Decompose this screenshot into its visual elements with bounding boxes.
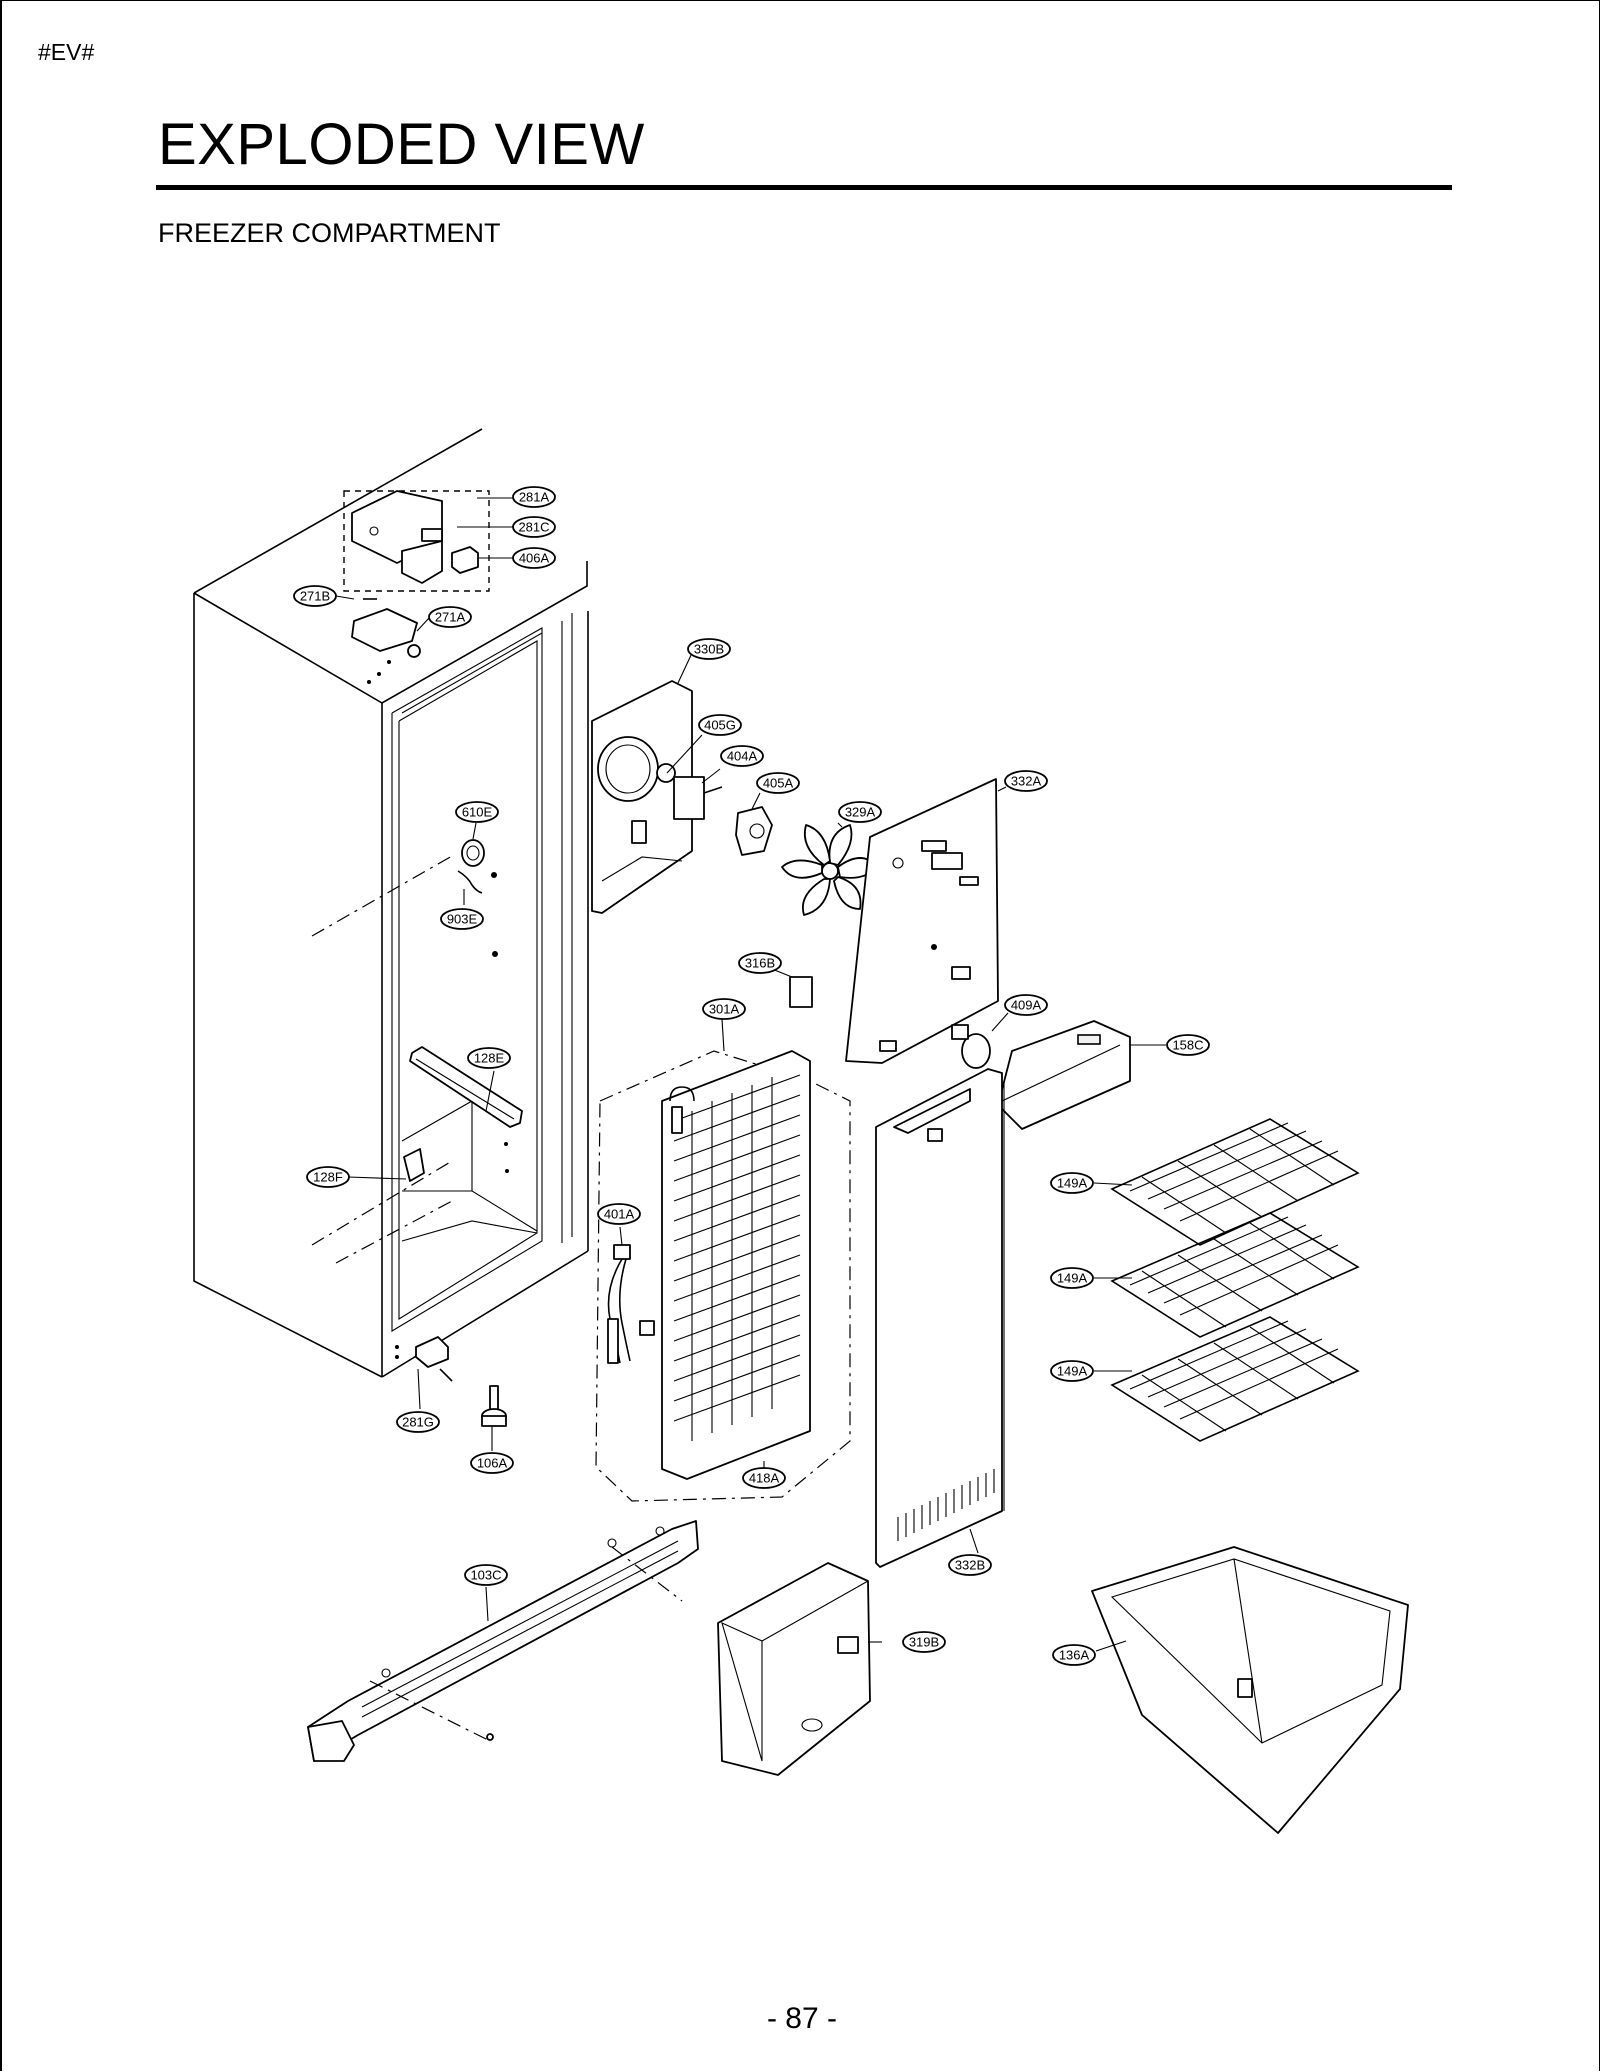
svg-text:404A: 404A bbox=[727, 749, 758, 764]
part-329a-fan bbox=[781, 824, 879, 916]
callout-149a-middle: 149A bbox=[1050, 1267, 1094, 1289]
svg-text:281C: 281C bbox=[518, 520, 549, 535]
part-106a-leveler bbox=[481, 1385, 507, 1427]
part-281a-cover bbox=[351, 490, 443, 584]
callout-332a: 332A bbox=[1004, 770, 1048, 792]
svg-text:281A: 281A bbox=[519, 490, 550, 505]
callout-158c: 158C bbox=[1166, 1034, 1210, 1056]
part-409a-bulb bbox=[951, 1024, 991, 1069]
title-rule bbox=[156, 185, 1452, 190]
callout-149a-top: 149A bbox=[1050, 1172, 1094, 1194]
part-158c-lamp-cover bbox=[997, 1020, 1131, 1130]
document-tag: #EV# bbox=[38, 39, 95, 65]
svg-text:149A: 149A bbox=[1057, 1176, 1088, 1191]
page-number: - 87 - bbox=[766, 2002, 838, 2035]
svg-text:329A: 329A bbox=[845, 805, 876, 820]
svg-text:418A: 418A bbox=[749, 1471, 780, 1486]
callout-319b: 319B bbox=[902, 1631, 946, 1653]
callout-271b: 271B bbox=[293, 585, 337, 607]
callout-404a: 404A bbox=[720, 745, 764, 767]
svg-text:903E: 903E bbox=[447, 912, 478, 927]
part-149a-shelf-middle bbox=[1110, 1212, 1360, 1338]
part-332a-cover bbox=[845, 778, 999, 1064]
callout-281g: 281G bbox=[396, 1411, 440, 1433]
part-128e-rail bbox=[409, 1046, 523, 1128]
callout-401a: 401A bbox=[597, 1203, 641, 1225]
callout-281a: 281A bbox=[512, 486, 556, 508]
cabinet bbox=[193, 428, 589, 1378]
svg-text:316B: 316B bbox=[745, 956, 775, 971]
svg-text:301A: 301A bbox=[709, 1002, 740, 1017]
section-title: FREEZER COMPARTMENT bbox=[158, 218, 501, 248]
part-149a-shelf-top bbox=[1110, 1118, 1360, 1246]
svg-text:271A: 271A bbox=[435, 610, 466, 625]
callout-610e: 610E bbox=[455, 801, 499, 823]
svg-text:319B: 319B bbox=[909, 1635, 939, 1650]
callout-409a: 409A bbox=[1004, 994, 1048, 1016]
svg-text:136A: 136A bbox=[1059, 1648, 1090, 1663]
svg-text:332B: 332B bbox=[955, 1558, 985, 1573]
svg-text:406A: 406A bbox=[519, 551, 550, 566]
part-401a-harness bbox=[607, 1244, 655, 1364]
callout-405g: 405G bbox=[698, 714, 742, 736]
svg-text:409A: 409A bbox=[1011, 998, 1042, 1013]
part-316b-block bbox=[789, 976, 813, 1008]
part-610e-socket bbox=[457, 839, 485, 894]
part-136a-ice-bin bbox=[1091, 1546, 1409, 1834]
svg-text:271B: 271B bbox=[300, 589, 330, 604]
part-149a-shelf-bottom bbox=[1110, 1316, 1360, 1442]
callout-330b: 330B bbox=[687, 638, 731, 660]
part-319b-trough bbox=[717, 1562, 871, 1776]
svg-text:281G: 281G bbox=[402, 1415, 434, 1430]
svg-text:149A: 149A bbox=[1057, 1271, 1088, 1286]
svg-text:149A: 149A bbox=[1057, 1364, 1088, 1379]
callout-332b: 332B bbox=[948, 1554, 992, 1576]
callout-301a: 301A bbox=[702, 998, 746, 1020]
callout-281c: 281C bbox=[512, 516, 556, 538]
callout-128e: 128E bbox=[467, 1047, 511, 1069]
callout-418a: 418A bbox=[742, 1467, 786, 1489]
svg-text:106A: 106A bbox=[477, 1456, 508, 1471]
callout-128f: 128F bbox=[306, 1166, 350, 1188]
callout-406a: 406A bbox=[512, 547, 556, 569]
part-406a-switch bbox=[451, 546, 479, 574]
svg-text:158C: 158C bbox=[1172, 1038, 1203, 1053]
callout-405a: 405A bbox=[756, 772, 800, 794]
part-301a-evaporator bbox=[661, 1050, 811, 1480]
part-103c-rail bbox=[307, 1520, 699, 1762]
part-332b-panel bbox=[875, 1068, 1005, 1568]
part-271a-bracket bbox=[351, 598, 421, 658]
svg-text:401A: 401A bbox=[604, 1207, 635, 1222]
page-title: EXPLODED VIEW bbox=[158, 112, 645, 177]
part-128f-bracket bbox=[403, 1148, 425, 1182]
svg-text:332A: 332A bbox=[1011, 774, 1042, 789]
svg-text:330B: 330B bbox=[694, 642, 724, 657]
svg-text:405G: 405G bbox=[704, 718, 736, 733]
svg-text:103C: 103C bbox=[470, 1568, 501, 1583]
callout-903e: 903E bbox=[440, 908, 484, 930]
callout-103c: 103C bbox=[464, 1564, 508, 1586]
callout-329a: 329A bbox=[838, 801, 882, 823]
callout-316b: 316B bbox=[738, 952, 782, 974]
callout-271a: 271A bbox=[428, 606, 472, 628]
callout-149a-bottom: 149A bbox=[1050, 1360, 1094, 1382]
svg-text:128E: 128E bbox=[474, 1051, 505, 1066]
callout-106a: 106A bbox=[470, 1452, 514, 1474]
part-281g-hinge bbox=[415, 1336, 453, 1382]
svg-text:610E: 610E bbox=[462, 805, 493, 820]
leader-lines bbox=[335, 497, 1166, 1652]
svg-text:405A: 405A bbox=[763, 776, 794, 791]
callout-136a: 136A bbox=[1052, 1644, 1096, 1666]
svg-text:128F: 128F bbox=[313, 1170, 343, 1185]
